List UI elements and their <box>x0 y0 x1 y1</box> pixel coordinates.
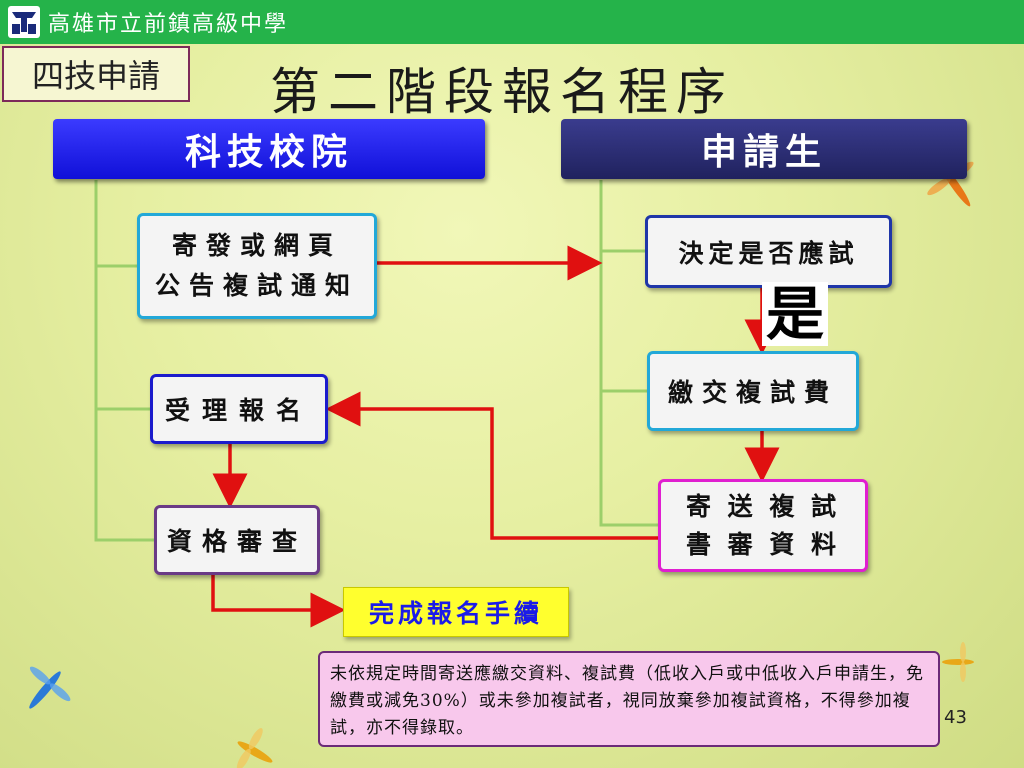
step-send-line2: 書 審 資 料 <box>685 529 841 559</box>
dragonfly-icon <box>236 728 273 768</box>
step-accept-registration: 受理報名 <box>150 374 328 444</box>
page-title: 第二階段報名程序 <box>270 63 734 121</box>
step-send-line1: 寄 送 複 試 <box>685 491 841 521</box>
step-qualification-review: 資格審查 <box>154 505 320 575</box>
step-notify-retest: 寄發或網頁 公告複試通知 <box>137 213 377 319</box>
arrow-send-to-accept <box>325 391 658 540</box>
arrow-review-to-done <box>211 575 346 628</box>
header-tech-college: 科技校院 <box>53 119 485 179</box>
complete-registration: 完成報名手續 <box>343 587 569 637</box>
header-applicant: 申請生 <box>561 119 967 179</box>
left-tree-line <box>94 180 154 542</box>
page-number: 43 <box>944 707 967 728</box>
step-send-documents: 寄 送 複 試 書 審 資 料 <box>658 479 868 572</box>
category-tag: 四技申請 <box>2 46 190 102</box>
step-notify-line1: 寄發或網頁 <box>171 231 342 260</box>
top-banner: 高雄市立前鎮高級中學 <box>0 0 1024 44</box>
step-pay-fee: 繳交複試費 <box>647 351 859 431</box>
step-decide-attend: 決定是否應試 <box>645 215 892 288</box>
dragonfly-icon <box>942 642 974 682</box>
right-tree-line <box>599 180 658 527</box>
school-name: 高雄市立前鎮高級中學 <box>48 12 289 37</box>
step-notify-line2: 公告複試通知 <box>154 271 359 300</box>
school-logo-icon <box>8 6 40 38</box>
warning-note: 未依規定時間寄送應繳交資料、複試費（低收入戶或中低收入戶申請生，免繳費或減免30… <box>318 651 940 747</box>
yes-label: 是 <box>762 282 829 346</box>
dragonfly-icon <box>29 666 71 709</box>
